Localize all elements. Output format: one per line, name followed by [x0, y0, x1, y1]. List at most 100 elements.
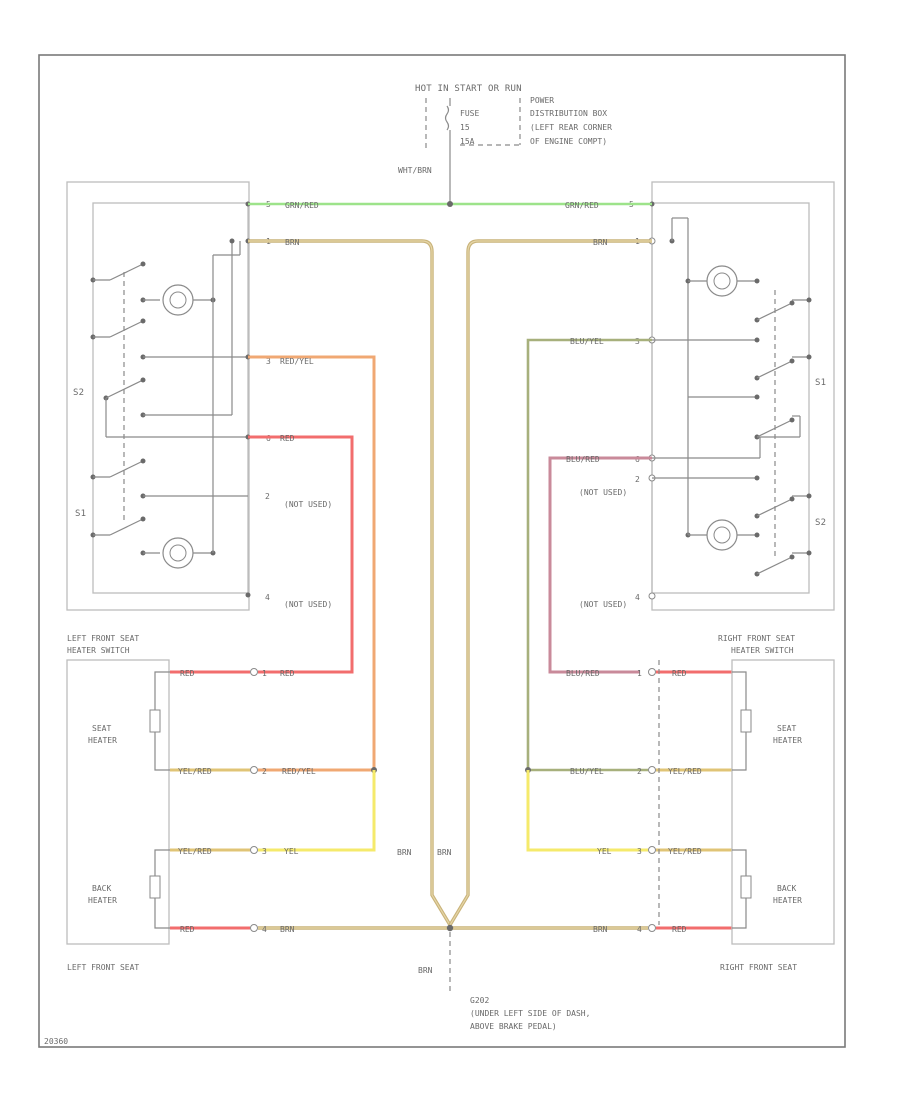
- right-pin-4-not-used: (NOT USED): [579, 600, 627, 609]
- feed-wire-label: WHT/BRN: [398, 166, 432, 175]
- right-front-seat-label: RIGHT FRONT SEAT: [720, 963, 797, 972]
- left-back-heater-label-1: BACK: [92, 884, 111, 893]
- right-conn-pin-2: 2: [637, 767, 642, 776]
- wire-label-red-yel-left: RED/YEL: [280, 357, 314, 366]
- right-conn-pin-3: 3: [637, 847, 642, 856]
- right-pin-2: 2: [635, 475, 640, 484]
- left-s1-indicator-lamp-icon: [162, 537, 194, 569]
- right-seat-heater-label-1: SEAT: [777, 724, 796, 733]
- left-conn-pin-2: 2: [262, 767, 267, 776]
- right-seat-heater-label-2: HEATER: [773, 736, 802, 745]
- wire-label-red-yel-conn-left: RED/YEL: [282, 767, 316, 776]
- left-pin-4: 4: [265, 593, 270, 602]
- wire-label-yel-right: YEL: [597, 847, 612, 856]
- wire-yel-left: [258, 770, 376, 852]
- wire-label-yel-red-back-right: YEL/RED: [668, 847, 702, 856]
- pdb-location-line-3: (LEFT REAR CORNER: [530, 123, 612, 132]
- left-s1-label: S1: [75, 509, 86, 519]
- wire-label-blu-yel-right: BLU/YEL: [570, 337, 604, 346]
- fuse-icon: [444, 105, 450, 131]
- right-conn-pin-1: 1: [637, 669, 642, 678]
- wire-label-brn-mid-left: BRN: [397, 848, 412, 857]
- left-seat-heater-label-2: HEATER: [88, 736, 117, 745]
- left-heater-switch: S2 S1 5 1 3 6 2 (NOT USED) 4: [66, 181, 332, 655]
- left-pin-4-not-used: (NOT USED): [284, 600, 332, 609]
- ground-point: BRN G202 (UNDER LEFT SIDE OF DASH, ABOVE…: [418, 932, 590, 1031]
- left-front-seat-label: LEFT FRONT SEAT: [67, 963, 139, 972]
- pdb-location-line-1: POWER: [530, 96, 554, 105]
- wire-label-brn-bottom-left: BRN: [280, 925, 295, 934]
- left-seat-heater-element-icon: [149, 709, 161, 733]
- ground-splice: [446, 924, 454, 932]
- wire-label-red-back-left: RED: [180, 925, 195, 934]
- wire-red-left: [248, 435, 354, 674]
- wiring-harness: GRN/RED GRN/RED BRN BRN BRN BRN RED/YEL …: [170, 195, 732, 934]
- right-pin-4: 4: [635, 593, 640, 602]
- ground-wire-label: BRN: [418, 966, 433, 975]
- right-s1-label: S1: [815, 378, 826, 388]
- left-switch-inner: [92, 202, 249, 594]
- source-title: HOT IN START OR RUN: [415, 84, 522, 94]
- right-switch-inner: [651, 202, 810, 594]
- right-s2-label: S2: [815, 518, 826, 528]
- wire-label-brn-mid-right: BRN: [437, 848, 452, 857]
- left-switch-label-2: HEATER SWITCH: [67, 646, 130, 655]
- wire-label-blu-yel-conn-right: BLU/YEL: [570, 767, 604, 776]
- right-front-seat: SEAT HEATER BACK HEATER RIGHT FRONT SEAT: [720, 659, 835, 972]
- right-back-heater-label-1: BACK: [777, 884, 796, 893]
- left-back-heater-label-2: HEATER: [88, 896, 117, 905]
- diagram-frame: [38, 54, 846, 1048]
- left-front-seat: SEAT HEATER BACK HEATER LEFT FRONT SEAT: [66, 659, 170, 972]
- left-conn-pin-4: 4: [262, 925, 267, 934]
- wire-label-red-back-right: RED: [672, 925, 687, 934]
- right-seat-housing: [731, 659, 835, 945]
- wire-label-red-conn-left: RED: [280, 669, 295, 678]
- left-seat-housing: [66, 659, 170, 945]
- wire-blu-yel-right: [526, 338, 652, 770]
- left-pin-3: 3: [266, 357, 271, 366]
- fuse-number: 15: [460, 123, 470, 132]
- right-back-heater-element-icon: [740, 875, 752, 899]
- right-pin-3: 3: [635, 337, 640, 346]
- ground-location-1: (UNDER LEFT SIDE OF DASH,: [470, 1009, 590, 1018]
- right-heater-switch: S1 S2 5 1 3 6 2 (NOT USED) 4 (NOT USED) …: [579, 181, 835, 655]
- right-back-heater-label-2: HEATER: [773, 896, 802, 905]
- left-pin-2-not-used: (NOT USED): [284, 500, 332, 509]
- right-seat-heater-element-icon: [740, 709, 752, 733]
- ground-location-2: ABOVE BRAKE PEDAL): [470, 1022, 557, 1031]
- wire-blu-red-right: [548, 456, 652, 674]
- wire-red-yel-left: [248, 355, 376, 770]
- left-s2-indicator-lamp-icon: [162, 284, 194, 316]
- wire-label-yel-red-seat-left: YEL/RED: [178, 767, 212, 776]
- left-back-heater-element-icon: [149, 875, 161, 899]
- wire-yel-right: [526, 770, 648, 852]
- ground-id: G202: [470, 996, 489, 1005]
- wire-label-red-seat-right: RED: [672, 669, 687, 678]
- left-seat-heater-label-1: SEAT: [92, 724, 111, 733]
- fuse-amps: 15A: [460, 137, 475, 146]
- wire-label-yel-left: YEL: [284, 847, 299, 856]
- right-switch-label-2: HEATER SWITCH: [731, 646, 794, 655]
- wire-label-blu-red-right: BLU/RED: [566, 455, 600, 464]
- pdb-location-line-2: DISTRIBUTION BOX: [530, 109, 607, 118]
- wire-label-red-seat-left: RED: [180, 669, 195, 678]
- wire-brn-left-main: [248, 239, 452, 926]
- power-source: HOT IN START OR RUN FUSE 15 15A POWER DI…: [398, 84, 612, 195]
- left-conn-pin-3: 3: [262, 847, 267, 856]
- wire-label-yel-red-back-left: YEL/RED: [178, 847, 212, 856]
- wire-label-red-left: RED: [280, 434, 295, 443]
- wire-label-brn-bottom-right: BRN: [593, 925, 608, 934]
- right-switch-label-1: RIGHT FRONT SEAT: [718, 634, 795, 643]
- wire-label-brn-left-top: BRN: [285, 238, 300, 247]
- pdb-location-line-4: OF ENGINE COMPT): [530, 137, 607, 146]
- right-pin-2-not-used: (NOT USED): [579, 488, 627, 497]
- wire-label-brn-right-top: BRN: [593, 238, 608, 247]
- fuse-label: FUSE: [460, 109, 479, 118]
- left-pin-2: 2: [265, 492, 270, 501]
- wire-label-grn-red-right: GRN/RED: [565, 201, 599, 210]
- left-s2-label: S2: [73, 388, 84, 398]
- figure-id: 20360: [44, 1037, 68, 1046]
- right-s2-indicator-lamp-icon: [706, 519, 738, 551]
- wire-label-grn-red-left: GRN/RED: [285, 201, 319, 210]
